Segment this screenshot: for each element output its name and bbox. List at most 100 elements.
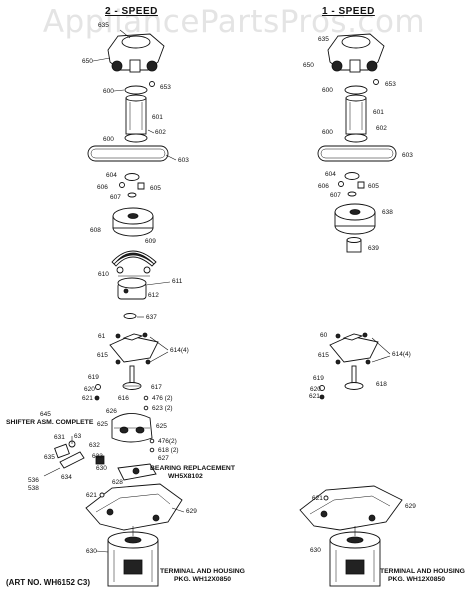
- label-628: 628: [112, 479, 123, 486]
- label-616: 616: [118, 395, 129, 402]
- pulley-608-left: [112, 207, 154, 237]
- label-476b: 476(2): [158, 438, 177, 445]
- label-626: 626: [106, 408, 117, 415]
- label-609: 609: [145, 238, 156, 245]
- label-625b: 625: [156, 423, 167, 430]
- label-606: 606: [97, 184, 108, 191]
- label-638-r: 638: [382, 209, 393, 216]
- label-607-r: 607: [330, 192, 341, 199]
- label-625a: 625: [97, 421, 108, 428]
- cam-604-right: [344, 172, 360, 180]
- label-629: 629: [186, 508, 197, 515]
- label-476a: 476 (2): [152, 395, 173, 402]
- ring-600-right: [344, 85, 368, 95]
- shaft-618-right: [344, 365, 364, 390]
- gear-housing-625-left: [111, 413, 153, 443]
- pump-housing-left: [107, 29, 165, 73]
- terminal-title-right: TERMINAL AND HOUSING: [380, 568, 465, 575]
- mount-plate-629-left: [85, 483, 183, 531]
- bearing-628-left: [117, 463, 157, 481]
- label-615: 615: [97, 352, 108, 359]
- label-635-r: 635: [318, 36, 329, 43]
- label-608: 608: [90, 227, 101, 234]
- label-630: 630: [96, 465, 107, 472]
- label-603-r: 603: [402, 152, 413, 159]
- label-619-r: 619: [313, 375, 324, 382]
- drive-belt-603-right: [317, 145, 397, 162]
- label-536: 536: [28, 477, 39, 484]
- two-speed-assembly: 635 650 653 600 601 602 600: [6, 22, 245, 587]
- label-60-r: 60: [320, 332, 328, 339]
- label-621b-r: 621: [312, 495, 323, 502]
- gear-shaft-617-left: [122, 365, 142, 390]
- label-621b: 621: [86, 492, 97, 499]
- one-speed-assembly: 635 650 653 600 601 602 600 603: [299, 33, 465, 587]
- label-632: 632: [89, 442, 100, 449]
- pulley-638-right: [334, 203, 376, 235]
- terminal-title-left: TERMINAL AND HOUSING: [160, 568, 245, 575]
- label-620: 620: [84, 386, 95, 393]
- label-605: 605: [150, 185, 161, 192]
- label-621: 621: [82, 395, 93, 402]
- mount-plate-629-right: [299, 485, 403, 531]
- label-621-r: 621: [309, 393, 320, 400]
- label-61: 61: [98, 333, 106, 340]
- terminal-part-right: PKG. WH12X0850: [388, 576, 445, 583]
- bushing-639-right: [346, 237, 362, 253]
- bearing-title: BEARING REPLACEMENT: [150, 465, 236, 472]
- label-607: 607: [110, 194, 121, 201]
- label-600b: 600: [103, 136, 114, 143]
- label-634: 634: [61, 474, 72, 481]
- shifter-asm-label: SHIFTER ASM. COMPLETE: [6, 419, 94, 426]
- washer-637-left: [123, 313, 137, 319]
- label-653-r: 653: [385, 81, 396, 88]
- watermark: AppliancePartsPros.com: [42, 4, 426, 40]
- label-601: 601: [152, 114, 163, 121]
- label-614-r: 614(4): [392, 351, 411, 358]
- transmission-cover-right: [329, 332, 379, 365]
- label-639-r: 639: [368, 245, 379, 252]
- terminal-part-left: PKG. WH12X0850: [174, 576, 231, 583]
- label-620-r: 620: [310, 386, 321, 393]
- ring-600b-left: [124, 133, 148, 143]
- sleeve-601-right: [345, 94, 367, 135]
- label-619: 619: [88, 374, 99, 381]
- label-604-r: 604: [325, 171, 336, 178]
- ring-600-left: [124, 85, 148, 95]
- label-538: 538: [28, 485, 39, 492]
- label-605-r: 605: [368, 183, 379, 190]
- label-612: 612: [148, 292, 159, 299]
- shifter-assembly-left: [43, 436, 105, 477]
- label-650: 650: [82, 58, 93, 65]
- sleeve-601-left: [125, 94, 147, 135]
- brake-shoes-left: [111, 250, 157, 277]
- label-606-r: 606: [318, 183, 329, 190]
- bearing-part: WH5X8102: [168, 473, 203, 480]
- label-650-r: 650: [303, 62, 314, 69]
- brake-housing-612-left: [117, 277, 147, 300]
- label-601-r: 601: [373, 109, 384, 116]
- motor-630-right: [329, 526, 381, 587]
- label-603: 603: [178, 157, 189, 164]
- label-635: 635: [98, 22, 109, 29]
- two-speed-heading: 2 - SPEED: [105, 6, 158, 17]
- label-618a: 618 (2): [158, 447, 179, 454]
- label-617: 617: [151, 384, 162, 391]
- label-611: 611: [172, 278, 183, 285]
- label-637: 637: [146, 314, 157, 321]
- one-speed-heading: 1 - SPEED: [322, 6, 375, 17]
- label-614: 614(4): [170, 347, 189, 354]
- label-600a-r: 600: [322, 87, 333, 94]
- label-610: 610: [98, 271, 109, 278]
- cam-604-left: [124, 173, 140, 181]
- label-635b: 635: [44, 454, 55, 461]
- label-63: 63: [74, 433, 82, 440]
- label-604: 604: [106, 172, 117, 179]
- label-600a: 600: [103, 88, 114, 95]
- drive-belt-603-left: [87, 145, 169, 162]
- label-602: 602: [155, 129, 166, 136]
- label-602-r: 602: [376, 125, 387, 132]
- label-633: 633: [92, 453, 103, 460]
- transmission-cover-left: [109, 332, 159, 365]
